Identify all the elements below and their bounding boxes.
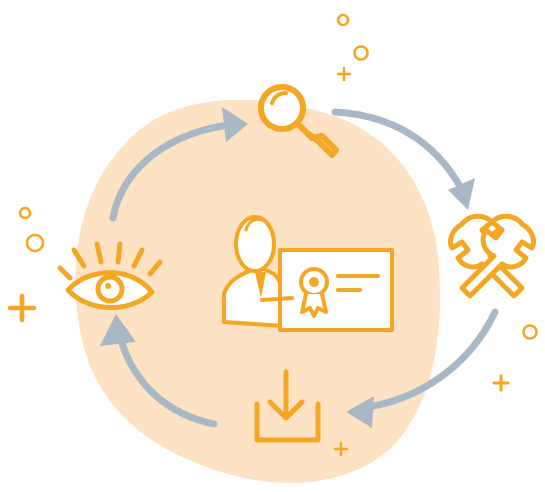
circle-outline: [338, 15, 348, 25]
circle-outline: [355, 47, 368, 60]
wrench-tools-icon: [450, 216, 533, 296]
plus-icon: [10, 296, 34, 320]
person-head: [236, 217, 274, 271]
plus-icon: [494, 376, 508, 390]
circle-outline: [27, 235, 43, 251]
plus-icon: [338, 68, 350, 80]
circle-outline: [524, 326, 537, 339]
person-arm: [262, 298, 292, 300]
circle-outline: [20, 208, 30, 218]
